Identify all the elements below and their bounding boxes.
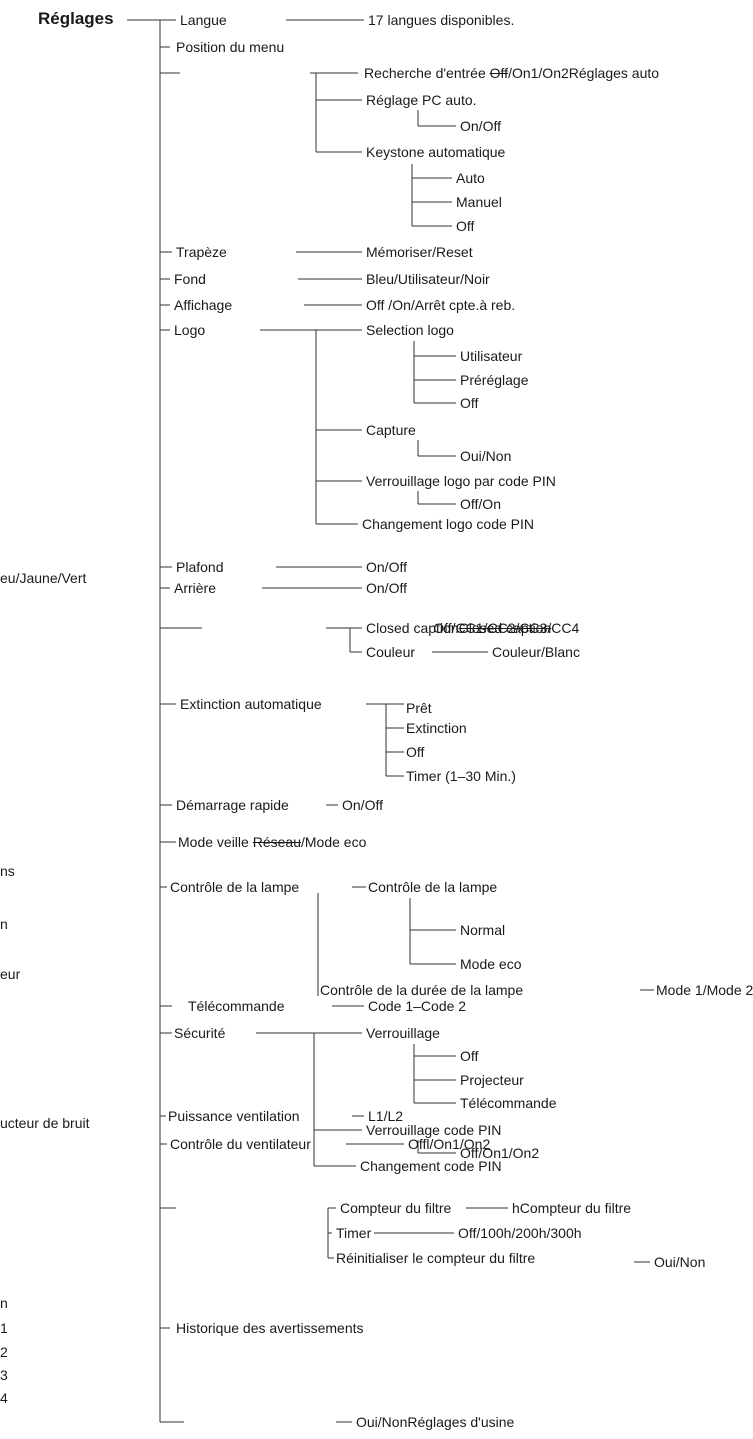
extinction-pret: Prêt <box>406 700 432 716</box>
menu-plafond: Plafond <box>176 559 224 575</box>
keystone-manuel-value: Manuel <box>456 194 502 210</box>
menu-fond: Fond <box>174 271 206 287</box>
menu-chg-logo-pin: Changement logo code PIN <box>362 516 534 532</box>
selection-logo-utilisateur: Utilisateur <box>460 348 523 364</box>
verrouillage-projecteur: Projecteur <box>460 1072 524 1088</box>
reinit-compteur-value: Oui/Non <box>654 1254 706 1270</box>
menu-tree-lines <box>127 19 654 1423</box>
left-fragment-2: ns <box>0 863 15 879</box>
extinction-off: Off <box>406 744 425 760</box>
verr-pin-value: Off/On1/On2 <box>460 1145 540 1161</box>
left-fragment-4: eur <box>0 966 21 982</box>
menu-recherche-entree: Recherche d'entrée Off/On1/On2Réglages a… <box>364 65 660 81</box>
root-title: Réglages <box>38 9 114 28</box>
left-fragment-10: 4 <box>0 1390 8 1406</box>
menu-verr-pin: Verrouillage code PIN <box>366 1122 502 1138</box>
menu-trapeze: Trapèze <box>176 244 227 260</box>
menu-compteur-filtre: Compteur du filtre <box>340 1200 452 1216</box>
ctrl-lampe-mode-eco: Mode eco <box>460 956 522 972</box>
menu-mode-veille: Mode veille Réseau/Mode eco <box>178 834 367 850</box>
keystone-auto-value: Auto <box>456 170 485 186</box>
ctrl-lampe-normal: Normal <box>460 922 506 938</box>
telecommande-value: Code 1–Code 2 <box>368 998 467 1014</box>
demarrage-rapide-value: On/Off <box>342 797 383 813</box>
plafond-value: On/Off <box>366 559 407 575</box>
menu-reglage-pc: Réglage PC auto. <box>366 92 477 108</box>
extinction-timer: Timer (1–30 Min.) <box>406 768 516 784</box>
verrouillage-off: Off <box>460 1048 479 1064</box>
verr-logo-pin-value: Off/On <box>460 496 501 512</box>
ctrl-duree-lampe-value: Mode 1/Mode 2 <box>656 982 753 998</box>
left-fragment-5: ucteur de bruit <box>0 1115 90 1131</box>
menu-capture: Capture <box>366 422 416 438</box>
left-fragment-3: n <box>0 916 8 932</box>
menu-labels: Réglages Langue 17 langues disponibles. … <box>0 9 753 1430</box>
reglage-pc-value: On/Off <box>460 118 501 134</box>
ctrl-lampe-sub: Contrôle de la lampe <box>368 879 498 895</box>
keystone-off-value: Off <box>456 218 475 234</box>
menu-keystone-auto: Keystone automatique <box>366 144 506 160</box>
menu-chg-pin: Changement code PIN <box>360 1158 502 1174</box>
affichage-value: Off /On/Arrêt cpte.à reb. <box>366 297 516 313</box>
timer-value: Off/100h/200h/300h <box>458 1225 582 1241</box>
langue-value: 17 langues disponibles. <box>368 12 515 28</box>
reglages-usine-row: Oui/NonRéglages d'usine <box>356 1414 515 1430</box>
selection-logo-prereglage: Préréglage <box>460 372 529 388</box>
left-fragment-6: n <box>0 1295 8 1311</box>
menu-historique: Historique des avertissements <box>176 1320 364 1336</box>
menu-arriere: Arrière <box>174 580 217 596</box>
menu-couleur: Couleur <box>366 644 416 660</box>
trapeze-value: Mémoriser/Reset <box>366 244 473 260</box>
menu-securite: Sécurité <box>174 1025 226 1041</box>
menu-verrouillage: Verrouillage <box>366 1025 440 1041</box>
couleur-value: Couleur/Blanc <box>492 644 580 660</box>
menu-logo: Logo <box>174 322 206 338</box>
ctrl-vent-value: Offl/On1/On2 <box>408 1136 491 1152</box>
menu-verr-logo-pin: Verrouillage logo par code PIN <box>366 473 556 489</box>
menu-ctrl-vent: Contrôle du ventilateur <box>170 1136 311 1152</box>
compteur-filtre-value: hCompteur du filtre <box>512 1200 632 1216</box>
fond-value: Bleu/Utilisateur/Noir <box>366 271 490 287</box>
menu-telecommande: Télécommande <box>188 998 285 1014</box>
menu-ctrl-duree-lampe: Contrôle de la durée de la lampe <box>320 982 524 998</box>
menu-demarrage-rapide: Démarrage rapide <box>176 797 289 813</box>
menu-closed-caption: Closed captionClosed captionOff/CC1/CC2/… <box>366 620 580 636</box>
puissance-vent-value: L1/L2 <box>368 1108 404 1124</box>
verrouillage-telecommande: Télécommande <box>460 1095 557 1111</box>
capture-value: Oui/Non <box>460 448 512 464</box>
menu-puissance-vent: Puissance ventilation <box>168 1108 300 1124</box>
menu-timer: Timer <box>336 1225 372 1241</box>
left-fragment-1: eu/Jaune/Vert <box>0 570 87 586</box>
menu-reinit-compteur: Réinitialiser le compteur du filtre <box>336 1250 536 1266</box>
left-fragment-9: 3 <box>0 1367 8 1383</box>
menu-position-menu: Position du menu <box>176 39 285 55</box>
menu-ctrl-lampe: Contrôle de la lampe <box>170 879 300 895</box>
left-fragment-8: 2 <box>0 1344 8 1360</box>
menu-affichage: Affichage <box>174 297 233 313</box>
left-fragment-7: 1 <box>0 1320 8 1336</box>
extinction-extinction: Extinction <box>406 720 467 736</box>
menu-extinction-auto: Extinction automatique <box>180 696 322 712</box>
arriere-value: On/Off <box>366 580 407 596</box>
menu-langue: Langue <box>180 12 227 28</box>
selection-logo-off: Off <box>460 395 479 411</box>
menu-selection-logo: Selection logo <box>366 322 454 338</box>
